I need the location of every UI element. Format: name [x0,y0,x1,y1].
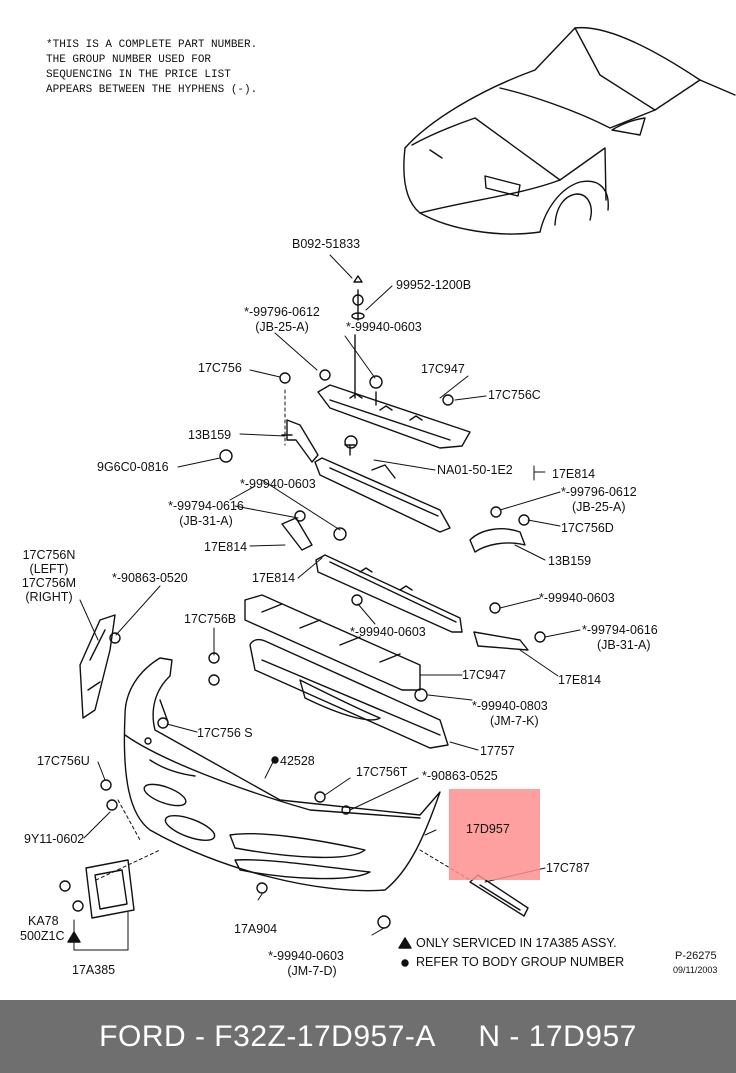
leader-lines [73,254,581,951]
triangle-symbol [398,937,412,949]
highlighted-part-box [449,789,540,880]
label-500z1c: 500Z1C [20,929,65,943]
label-99940-0603-a: *-99940-0603 [346,320,422,334]
label-right: (RIGHT) [25,590,73,604]
part-number-note: *THIS IS A COMPLETE PART NUMBER. THE GRO… [46,39,258,96]
bracket-right [469,528,526,553]
label-99940-0603-d: *-99940-0603 [350,625,426,639]
label-jm-7-d: (JM-7-D) [287,964,337,978]
label-17c756c: 17C756C [488,388,541,402]
label-9g6c0-0816: 9G6C0-0816 [97,460,169,474]
car-outline [403,26,736,235]
bracket-17c787 [469,874,529,917]
label-ka78: KA78 [28,914,59,928]
label-99940-0603-b: *-99940-0603 [240,477,316,491]
label-42528: 42528 [280,754,315,768]
plate-bracket [85,859,135,919]
reinforcement [249,638,449,749]
label-jb-25-a-b: (JB-25-A) [572,500,626,514]
side-bracket [79,614,116,719]
label-99940-0803: *-99940-0803 [472,699,548,713]
label-13b159-a: 13B159 [188,428,232,442]
lower-bracket [281,517,529,651]
label-17c947-b: 17C947 [462,668,506,682]
label-17c756m: 17C756M [21,576,77,590]
label-17c756u: 17C756U [37,754,90,768]
dot-symbol [401,959,409,967]
label-jm-7-k: (JM-7-K) [490,714,539,728]
label-b092-51833: B092-51833 [292,237,361,251]
label-17c756s: 17C756 S [197,726,253,740]
bumper-cover [123,657,441,892]
label-99796-0612-b: *-99796-0612 [561,485,637,499]
label-17c947-a: 17C947 [421,362,465,376]
label-9y11-0602: 9Y11-0602 [24,832,85,846]
footer-bar: FORD - F32Z-17D957-A N - 17D957 [0,1000,736,1073]
label-17c756b: 17C756B [184,612,237,626]
label-jb-31-a-a: (JB-31-A) [179,514,233,528]
energy-absorber [244,594,421,691]
label-99796-0612-a: *-99796-0612 [244,305,320,319]
label-jb-31-a-b: (JB-31-A) [597,638,651,652]
label-99794-0616-b: *-99794-0616 [582,623,658,637]
label-90863-0525: *-90863-0525 [422,769,498,783]
label-17757: 17757 [480,744,515,758]
label-left: (LEFT) [29,562,69,576]
reference-code: P-26275 [675,950,717,962]
label-17c756t: 17C756T [356,765,408,779]
parts-diagram: *THIS IS A COMPLETE PART NUMBER. THE GRO… [20,26,736,978]
middle-bracket [314,435,451,533]
label-17c756d: 17C756D [561,521,614,535]
label-17e814-d: 17E814 [558,673,602,687]
reference-date: 09/11/2003 [673,965,718,975]
footer-part-number: FORD - F32Z-17D957-A N - 17D957 [99,1019,637,1053]
legend-dot-text: REFER TO BODY GROUP NUMBER [416,955,625,969]
label-90863-0520: *-90863-0520 [112,571,188,585]
label-jb-25-a-a: (JB-25-A) [255,320,309,334]
bracket-left [281,419,319,463]
legend-triangle-text: ONLY SERVICED IN 17A385 ASSY. [416,936,617,950]
upper-bracket [317,275,471,449]
label-99940-0603-c: *-99940-0603 [539,591,615,605]
label-17a904: 17A904 [234,922,278,936]
label-13b159-b: 13B159 [548,554,592,568]
label-99794-0616-a: *-99794-0616 [168,499,244,513]
label-99940-0603-f: *-99940-0603 [268,949,344,963]
label-17e814-c: 17E814 [252,571,296,585]
label-17c756n: 17C756N [22,548,76,562]
label-17e814-a: 17E814 [552,467,596,481]
label-17e814-b: 17E814 [204,540,248,554]
label-17d957: 17D957 [466,822,510,836]
label-99952-1200b: 99952-1200B [396,278,472,292]
label-17a385: 17A385 [72,963,116,977]
label-17c787: 17C787 [546,861,590,875]
label-na01-50-1e2: NA01-50-1E2 [437,463,513,477]
label-17c756: 17C756 [198,361,242,375]
diagram-drawing [59,26,736,967]
